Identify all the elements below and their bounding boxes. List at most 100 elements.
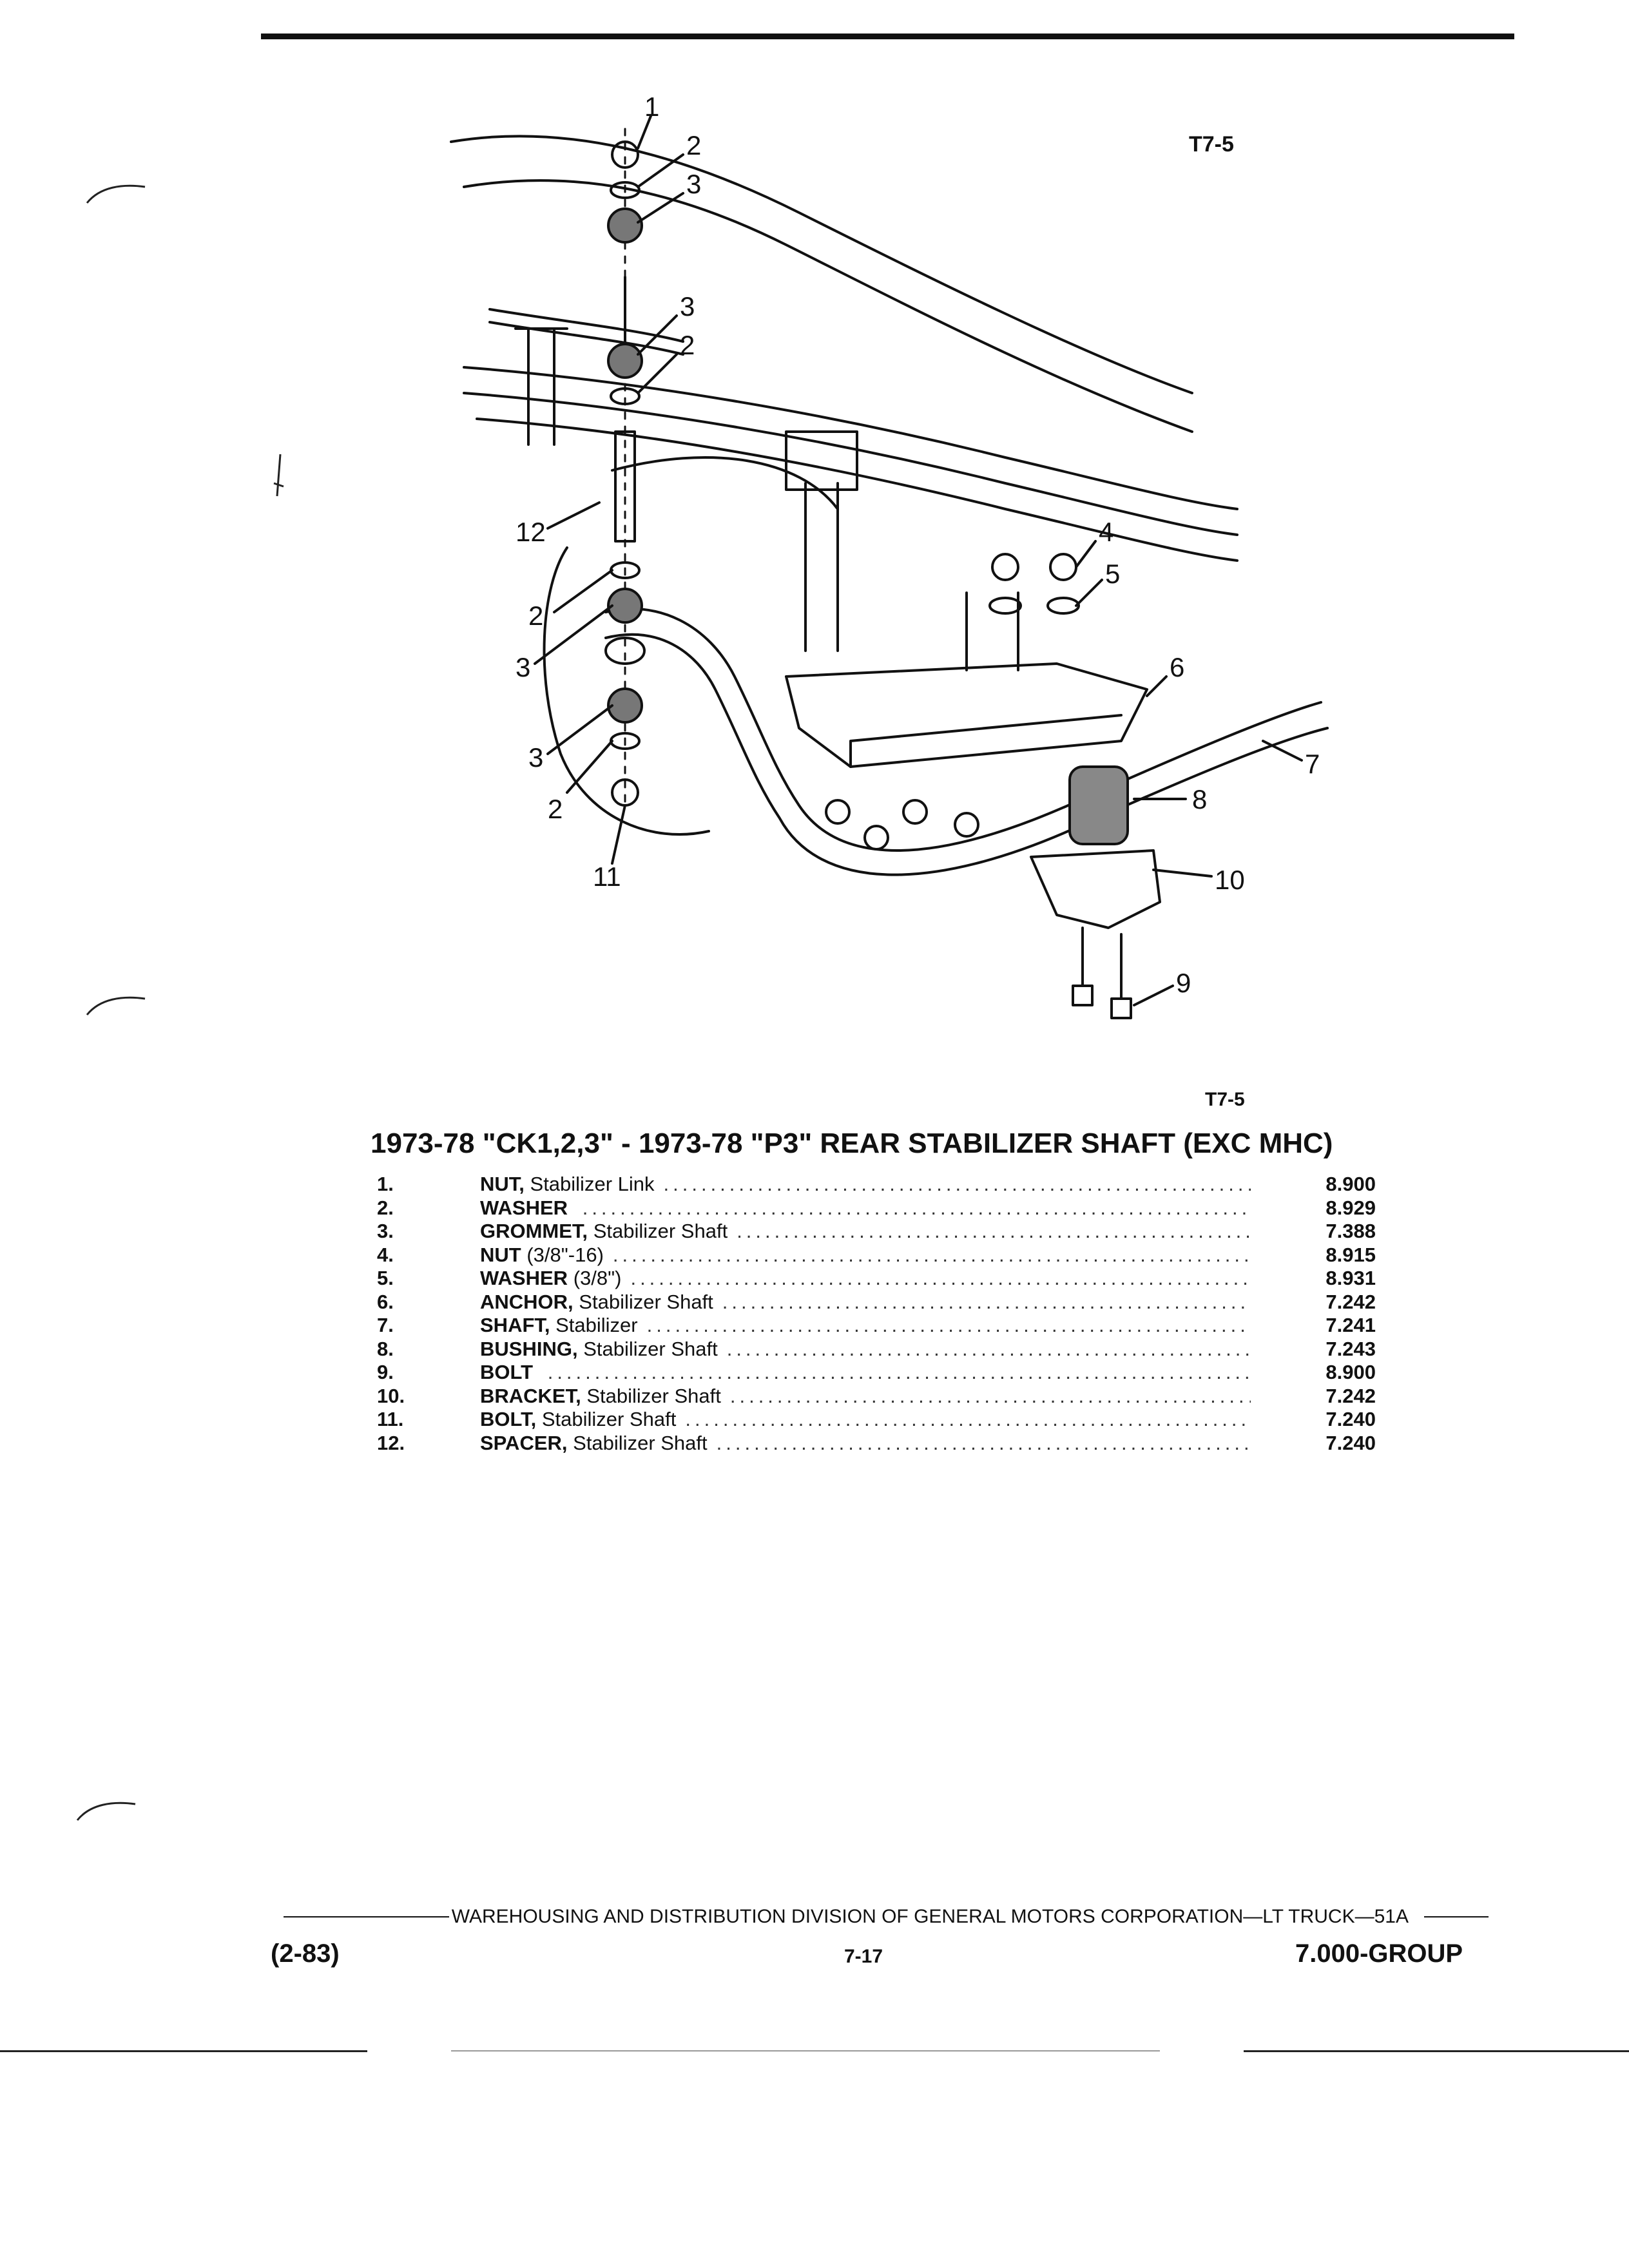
margin-scan-mark (86, 996, 146, 1015)
footer-publisher-line: WAREHOUSING AND DISTRIBUTION DIVISION OF… (284, 1906, 1489, 1928)
part-group-number: 7.388 (1325, 1220, 1376, 1242)
part-number: 7. (377, 1314, 394, 1336)
margin-scan-mark (76, 1802, 136, 1821)
part-description: Stabilizer Shaft (573, 1431, 708, 1454)
bolt-9 (1081, 927, 1123, 1000)
u-bolt-plate (785, 430, 858, 491)
part-group-number: 8.929 (1325, 1196, 1376, 1219)
callout-label: 10 (1215, 865, 1245, 895)
part-description: Stabilizer Shaft (583, 1337, 718, 1360)
part-group-number: 7.241 (1325, 1314, 1376, 1336)
list-item: 12. SPACER, Stabilizer Shaft 7.240 (371, 1432, 1376, 1456)
dot-leader (685, 1408, 1251, 1431)
part-name: WASHER (480, 1267, 568, 1289)
part-group-number: 8.915 (1325, 1243, 1376, 1266)
axle-housing (543, 546, 710, 836)
callout-label: 5 (1105, 559, 1120, 589)
footer-dash-left (284, 1916, 449, 1917)
part-number: 6. (377, 1290, 394, 1313)
callout-label: 1 (644, 97, 659, 122)
part-number: 10. (377, 1384, 405, 1407)
part-description: Stabilizer Link (530, 1173, 655, 1195)
part-number: 8. (377, 1337, 394, 1360)
dot-leader (583, 1196, 1251, 1220)
anchor-plate (785, 662, 1148, 768)
part-description: Stabilizer (555, 1314, 638, 1336)
callout-label: 2 (686, 130, 701, 160)
part-name: BUSHING, (480, 1337, 578, 1360)
callout-label: 9 (1176, 968, 1191, 998)
figure-code-top: T7-5 (1189, 132, 1234, 157)
callout-label: 3 (516, 652, 530, 682)
part-number: 2. (377, 1196, 394, 1219)
list-item: 8. BUSHING, Stabilizer Shaft 7.243 (371, 1338, 1376, 1361)
margin-scan-mark (273, 454, 284, 497)
part-group-number: 8.931 (1325, 1267, 1376, 1289)
list-item: 6. ANCHOR, Stabilizer Shaft 7.242 (371, 1291, 1376, 1314)
callout-label: 3 (528, 742, 543, 773)
footer-publisher-text: WAREHOUSING AND DISTRIBUTION DIVISION OF… (451, 1906, 1409, 1927)
dot-leader (548, 1361, 1251, 1384)
part-name: SHAFT, (480, 1314, 550, 1336)
top-rule (261, 34, 1514, 39)
part-name: BOLT (480, 1361, 534, 1383)
part-group-number: 7.242 (1325, 1384, 1376, 1407)
section-title: 1973-78 "CK1,2,3" - 1973-78 "P3" REAR ST… (371, 1128, 1333, 1159)
part-number: 5. (377, 1267, 394, 1289)
bottom-rule-middle (451, 2050, 1160, 2052)
list-item: 2. WASHER 8.929 (371, 1196, 1376, 1220)
part-name: WASHER (480, 1196, 568, 1219)
part-number: 1. (377, 1173, 394, 1195)
callout-label: 3 (686, 169, 701, 199)
part-name: NUT (480, 1243, 521, 1266)
dot-leader (730, 1385, 1251, 1408)
part-description: (3/8") (573, 1267, 622, 1289)
bottom-rule-right (1244, 2050, 1629, 2052)
part-description: Stabilizer Shaft (586, 1384, 721, 1407)
list-item: 11. BOLT, Stabilizer Shaft 7.240 (371, 1408, 1376, 1432)
list-item: 1. NUT, Stabilizer Link 8.900 (371, 1173, 1376, 1196)
part-group-number: 7.242 (1325, 1290, 1376, 1313)
part-group-number: 8.900 (1325, 1361, 1376, 1383)
callout-label: 11 (593, 861, 621, 892)
callout-label: 7 (1305, 749, 1320, 779)
part-group-number: 7.240 (1325, 1431, 1376, 1454)
figure-code-bottom: T7-5 (1205, 1089, 1245, 1110)
link-nut (611, 140, 639, 169)
dot-leader (737, 1220, 1251, 1243)
stabilizer-shaft (604, 607, 1322, 852)
list-item: 10. BRACKET, Stabilizer Shaft 7.242 (371, 1385, 1376, 1408)
exploded-parts-diagram: 1 2 3 3 2 12 2 3 3 2 11 4 5 6 7 8 10 9 (450, 97, 1329, 1019)
part-name: SPACER, (480, 1431, 568, 1454)
frame-rail (450, 135, 1193, 394)
part-description: Stabilizer Shaft (593, 1220, 728, 1242)
part-description: Stabilizer Shaft (579, 1290, 713, 1313)
footer-group: 7.000-GROUP (1295, 1939, 1463, 1968)
part-name: GROMMET, (480, 1220, 588, 1242)
part-number: 4. (377, 1243, 394, 1266)
dot-leader (630, 1267, 1251, 1290)
part-name: ANCHOR, (480, 1290, 574, 1313)
part-group-number: 8.900 (1325, 1173, 1376, 1195)
part-group-number: 7.240 (1325, 1408, 1376, 1430)
part-name: BOLT, (480, 1408, 537, 1430)
callout-label: 6 (1170, 652, 1184, 682)
footer-dash-right (1424, 1916, 1489, 1917)
spacer (614, 430, 636, 543)
page-number: 7-17 (844, 1946, 883, 1967)
leaf-spring-mid (463, 392, 1239, 536)
list-item: 9. BOLT 8.900 (371, 1361, 1376, 1385)
part-description: Stabilizer Shaft (541, 1408, 677, 1430)
callout-label: 8 (1192, 784, 1207, 814)
dot-leader (647, 1314, 1251, 1337)
list-item: 3. GROMMET, Stabilizer Shaft 7.388 (371, 1220, 1376, 1244)
callout-label: 12 (516, 517, 546, 547)
callout-label: 2 (528, 601, 543, 631)
callout-label: 2 (680, 330, 695, 360)
part-group-number: 7.243 (1325, 1337, 1376, 1360)
footer-date: (2-83) (271, 1939, 340, 1968)
callout-label: 4 (1099, 517, 1113, 547)
link-grommet (607, 207, 643, 244)
callout-label: 3 (680, 291, 695, 322)
bracket (1030, 849, 1161, 929)
